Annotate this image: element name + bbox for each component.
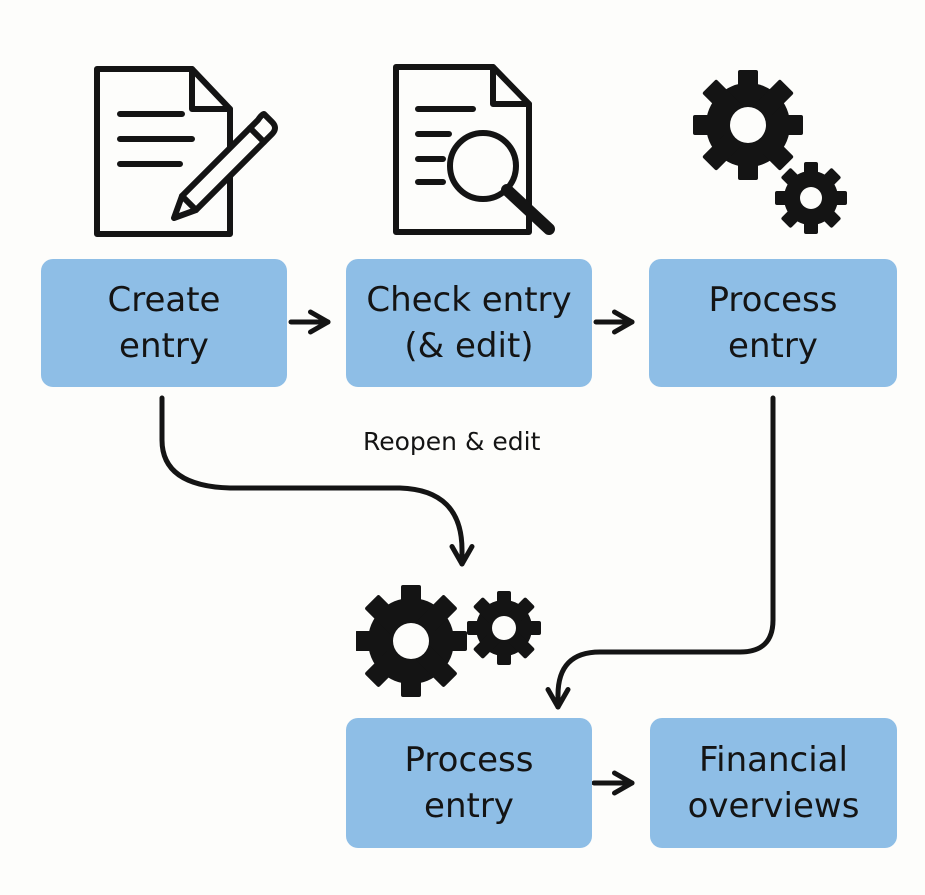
arrow-process-down bbox=[545, 395, 776, 710]
arrow-reopen-curve bbox=[159, 395, 475, 567]
node-create-entry: Create entry bbox=[41, 259, 287, 387]
gears-icon bbox=[693, 70, 847, 234]
node-label: Process entry bbox=[404, 740, 534, 826]
node-financial-overviews: Financial overviews bbox=[650, 718, 897, 848]
node-label: Financial overviews bbox=[687, 740, 860, 826]
node-label: Process entry bbox=[708, 280, 838, 366]
node-label: Create entry bbox=[107, 280, 221, 366]
document-magnifier-icon bbox=[393, 64, 555, 235]
node-process-entry-bottom: Process entry bbox=[346, 718, 592, 848]
gears-icon bbox=[356, 585, 541, 697]
node-label: Check entry (& edit) bbox=[366, 280, 572, 366]
node-process-entry-top: Process entry bbox=[649, 259, 897, 387]
edge-label-reopen-edit: Reopen & edit bbox=[363, 427, 541, 456]
node-check-entry: Check entry (& edit) bbox=[346, 259, 592, 387]
document-pencil-icon bbox=[94, 66, 278, 237]
